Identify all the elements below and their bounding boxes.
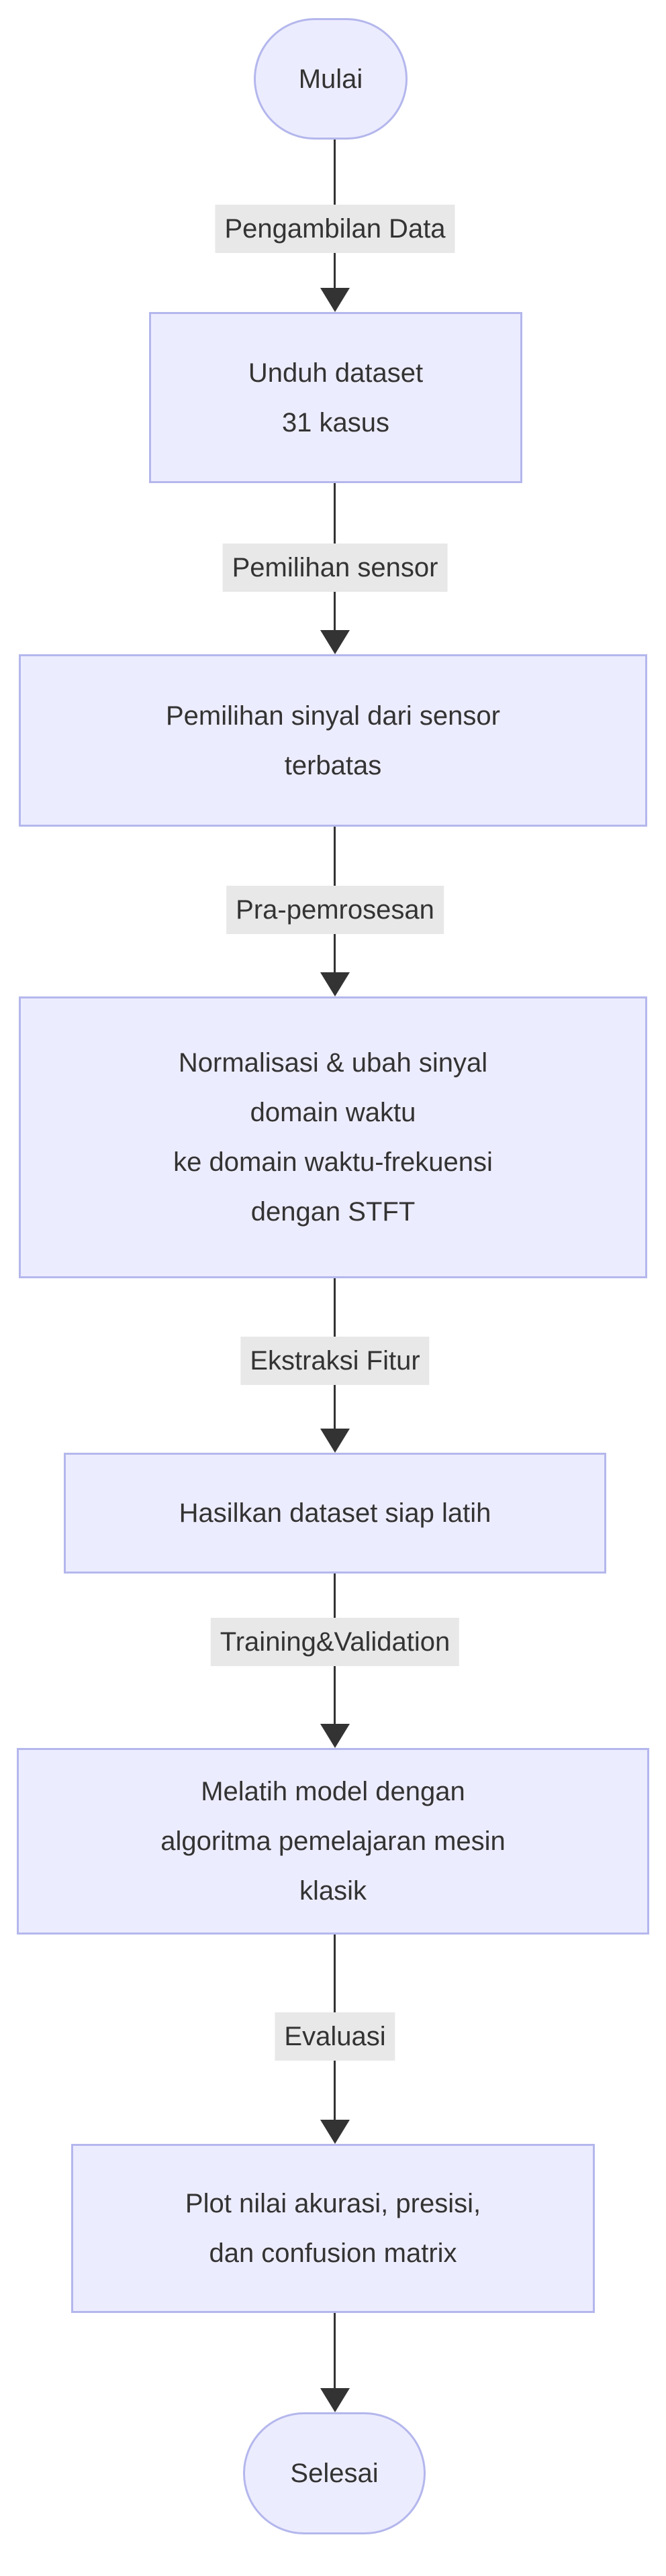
process-box-label: Hasilkan dataset siap latih <box>179 1498 491 1528</box>
process-box-train-model: Melatih model dengan algoritma pemelajar… <box>17 1748 649 1935</box>
process-box-label: Normalisasi & ubah sinyal domain waktu k… <box>173 1048 493 1227</box>
process-box-label: Melatih model dengan algoritma pemelajar… <box>160 1777 506 1906</box>
process-box-normalization-stft: Normalisasi & ubah sinyal domain waktu k… <box>19 996 647 1278</box>
process-box-plot-results: Plot nilai akurasi, presisi, dan confusi… <box>71 2144 595 2313</box>
start-node: Mulai <box>254 18 408 140</box>
arrowhead-icon <box>320 2120 350 2144</box>
process-box-signal-selection: Pemilihan sinyal dari sensor terbatas <box>19 654 647 827</box>
arrowhead-icon <box>320 2388 350 2412</box>
arrowhead-icon <box>320 1429 350 1453</box>
process-box-label: Plot nilai akurasi, presisi, dan confusi… <box>185 2189 481 2268</box>
edge-label-2: Pemilihan sensor <box>222 544 448 592</box>
edge-line-7 <box>334 2313 336 2390</box>
arrowhead-icon <box>320 288 350 312</box>
arrowhead-icon <box>320 630 350 654</box>
process-box-ready-dataset: Hasilkan dataset siap latih <box>64 1453 606 1574</box>
start-node-label: Mulai <box>298 64 363 94</box>
process-box-download-dataset: Unduh dataset 31 kasus <box>149 312 522 483</box>
edge-label-5: Training&Validation <box>210 1618 460 1666</box>
end-node: Selesai <box>243 2412 426 2534</box>
edge-label-4: Ekstraksi Fitur <box>240 1337 430 1385</box>
process-box-label: Unduh dataset 31 kasus <box>248 358 424 437</box>
arrowhead-icon <box>320 972 350 996</box>
arrowhead-icon <box>320 1724 350 1748</box>
process-box-label: Pemilihan sinyal dari sensor terbatas <box>165 701 500 780</box>
edge-label-1: Pengambilan Data <box>215 205 455 253</box>
end-node-label: Selesai <box>290 2459 379 2488</box>
edge-label-3: Pra-pemrosesan <box>226 886 444 934</box>
edge-label-6: Evaluasi <box>275 2012 395 2061</box>
